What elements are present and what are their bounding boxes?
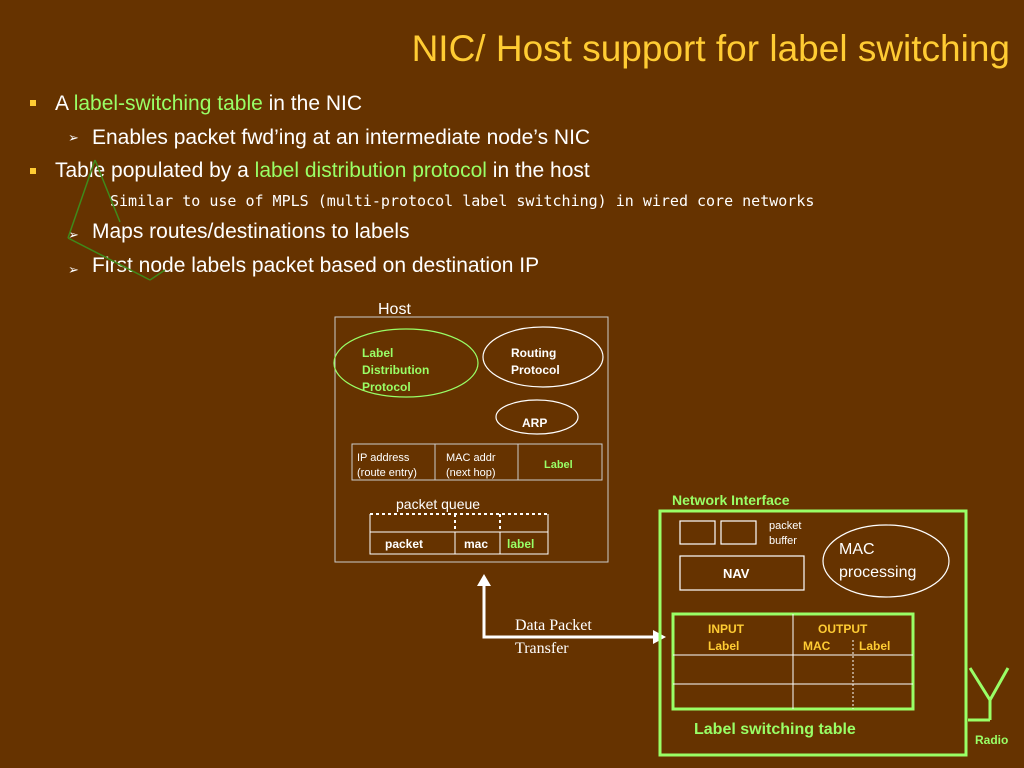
- table-col-label: Label: [544, 459, 573, 471]
- table-col-mac: MAC addr (next hop): [446, 452, 499, 479]
- nic-box: [658, 509, 968, 757]
- packet-buffer-label: packet buffer: [769, 520, 804, 547]
- ldp-label: Label Distribution Protocol: [362, 346, 433, 394]
- packet-buffer-slot: [720, 520, 757, 545]
- lst-input-header: INPUT Label: [708, 622, 747, 653]
- bullet-2-note: Similar to use of MPLS (multi-protocol l…: [110, 192, 815, 210]
- host-box: [334, 316, 609, 563]
- bullet-marker: [30, 168, 36, 174]
- decorative-shape: [67, 159, 166, 281]
- radio-label: Radio: [975, 733, 1008, 747]
- queue-cell-label: label: [507, 537, 534, 551]
- bullet-marker: [30, 100, 36, 106]
- mac-processing-ellipse: [822, 524, 950, 598]
- bullet-1: A label-switching table in the NIC: [55, 92, 363, 115]
- packet-buffer-slot: [679, 520, 716, 545]
- routing-ellipse: [482, 326, 604, 388]
- sub-bullet-arrow-icon: ➢: [68, 262, 79, 277]
- bullet-2: Table populated by a label distribution …: [55, 159, 590, 182]
- table-col-ip: IP address (route entry): [357, 452, 417, 479]
- arp-ellipse: [495, 399, 579, 435]
- queue-cell-packet: packet: [385, 537, 423, 551]
- nic-label: Network Interface: [672, 492, 790, 508]
- host-label: Host: [378, 301, 411, 318]
- antenna-icon: [968, 667, 1010, 722]
- bullet-2-sub-1: Maps routes/destinations to labels: [92, 220, 410, 243]
- packet-queue-label: packet queue: [396, 496, 480, 512]
- data-transfer-arrow: [482, 584, 655, 639]
- nav-label: NAV: [723, 566, 750, 581]
- routing-label: Routing Protocol: [511, 346, 560, 377]
- bullet-1-sub: Enables packet fwd’ing at an intermediat…: [92, 126, 591, 149]
- queue-cell-mac: mac: [464, 537, 488, 551]
- lst-output-label: Label: [859, 639, 890, 653]
- data-transfer-label: Data Packet Transfer: [515, 617, 596, 657]
- lst-output-mac: MAC: [803, 639, 831, 653]
- ldp-ellipse: [333, 328, 479, 398]
- sub-bullet-arrow-icon: ➢: [68, 130, 79, 145]
- arp-label: ARP: [522, 416, 547, 430]
- sub-bullet-arrow-icon: ➢: [68, 227, 79, 242]
- bullet-2-sub-2: First node labels packet based on destin…: [92, 254, 540, 277]
- label-switching-table-caption: Label switching table: [694, 721, 856, 738]
- mac-processing-label: MAC processing: [839, 541, 916, 581]
- slide-title: NIC/ Host support for label switching: [411, 28, 1010, 69]
- nav-box: [679, 555, 805, 591]
- host-route-table: [351, 443, 603, 481]
- packet-queue-row: [369, 531, 549, 555]
- lst-output-header: OUTPUT: [818, 622, 868, 636]
